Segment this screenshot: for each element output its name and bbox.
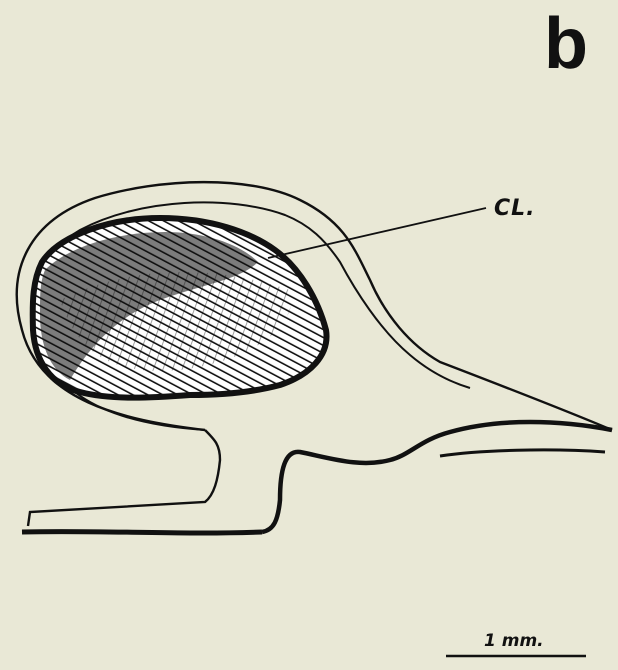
stalk-left-arm — [28, 430, 220, 526]
scale-bar-label: 1 mm. — [484, 631, 544, 651]
callout-label-cl: CL. — [494, 196, 536, 221]
stalk-base — [22, 532, 262, 533]
callout-leader-line — [268, 208, 486, 258]
stalk-lower-edge — [440, 450, 605, 456]
stalk-upper-edge — [262, 422, 612, 532]
panel-label: b — [544, 8, 588, 80]
